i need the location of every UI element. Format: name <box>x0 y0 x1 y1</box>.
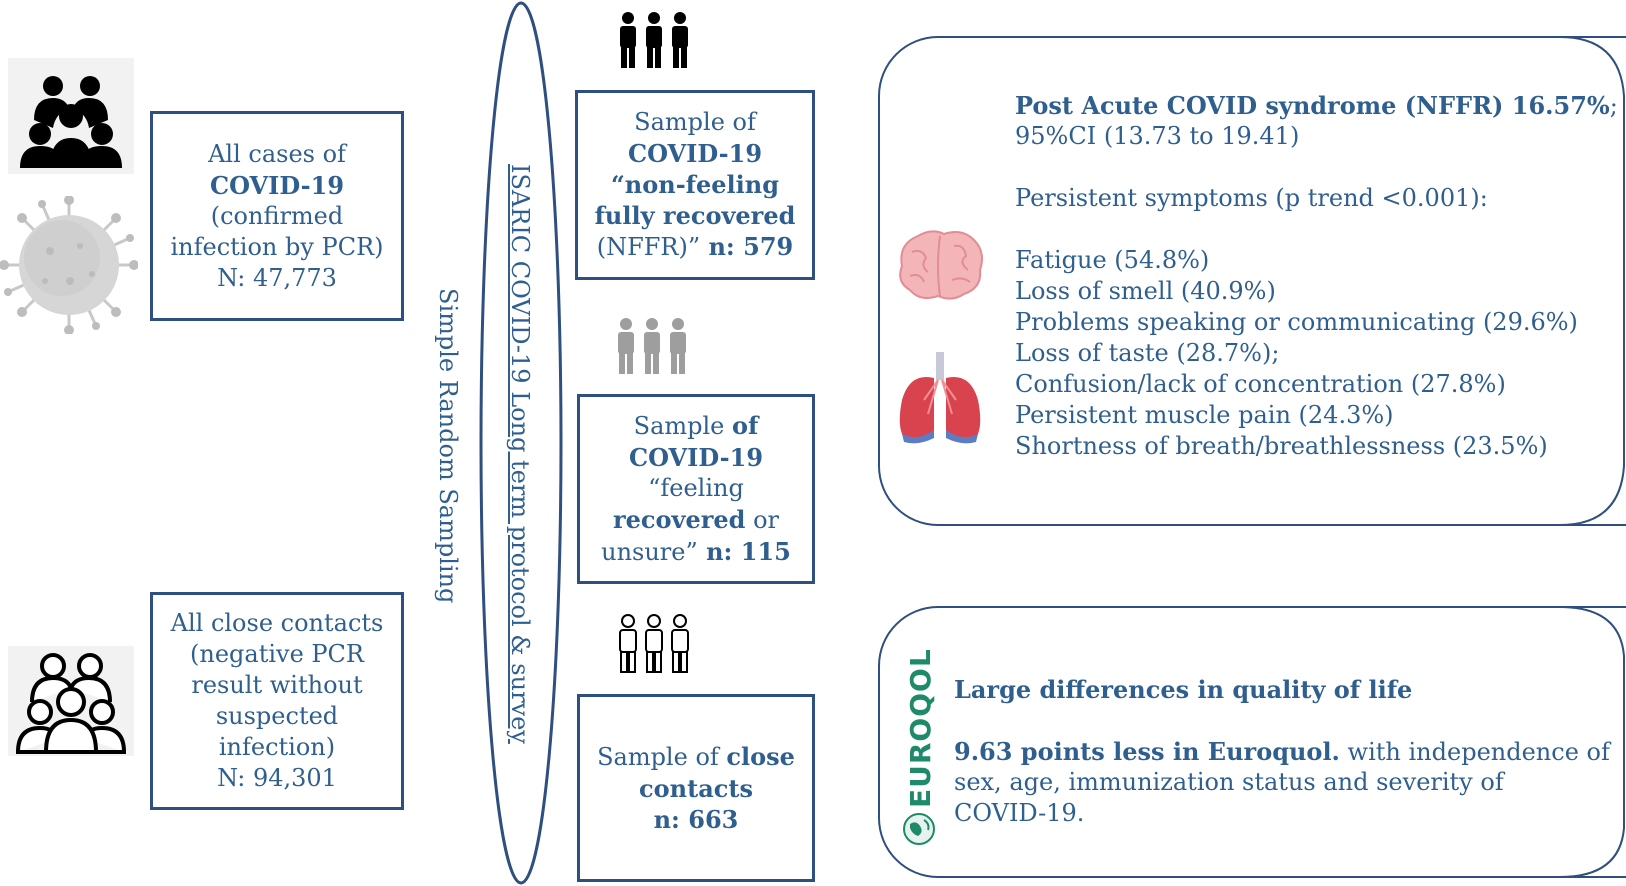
contacts-sample-line3: n: 663 <box>653 805 739 834</box>
contacts-sample-box: Sample of close contacts n: 663 <box>577 694 815 882</box>
recovered-line2: COVID-19 <box>628 443 764 472</box>
contacts-sample-line2: contacts <box>639 774 753 803</box>
all-contacts-line1: All close contacts <box>170 609 384 637</box>
recovered-line1: Sample of <box>633 411 759 440</box>
nffr-sample-box: Sample of COVID-19 “non-feeling fully re… <box>575 90 815 280</box>
results-panel <box>878 36 1626 526</box>
recovered-sample-box: Sample of COVID-19 “feeling recovered or… <box>577 394 815 584</box>
protocol-label: ISARIC COVID-19 Long term protocol & sur… <box>506 164 534 744</box>
results-panel-corner <box>1560 36 1625 526</box>
recovered-line4: recovered or <box>612 505 779 534</box>
lungs-icon <box>890 350 990 446</box>
all-cases-box: All cases of COVID-19 (confirmed infecti… <box>150 111 404 321</box>
all-cases-line3: (confirmed <box>210 201 344 230</box>
symptom-item: Confusion/lack of concentration (27.8%) <box>1015 370 1506 398</box>
contacts-sample-line1: Sample of close <box>597 742 795 771</box>
quality-panel <box>878 606 1626 878</box>
results-ci: 95%CI (13.73 to 19.41) <box>1015 122 1300 150</box>
symptom-item: Shortness of breath/breathlessness (23.5… <box>1015 432 1548 460</box>
nffr-line1: Sample of <box>634 108 756 136</box>
nffr-line5: (NFFR)” n: 579 <box>596 232 794 261</box>
group-filled-icon <box>8 58 134 174</box>
symptom-item: Persistent muscle pain (24.3%) <box>1015 401 1394 429</box>
nffr-line2: COVID-19 <box>627 139 763 168</box>
symptom-item: Fatigue (54.8%) <box>1015 246 1210 274</box>
all-contacts-box: All close contacts (negative PCR result … <box>150 592 404 810</box>
all-contacts-line2: (negative PCR <box>190 640 364 668</box>
brain-icon <box>892 226 988 304</box>
quality-panel-corner <box>1560 606 1625 878</box>
nffr-line3: “non-feeling <box>611 170 779 199</box>
symptom-item: Problems speaking or communicating (29.6… <box>1015 308 1578 336</box>
protocol-ellipse <box>479 1 563 885</box>
nffr-line4: fully recovered <box>594 201 796 230</box>
all-cases-line5: N: 47,773 <box>217 263 337 292</box>
persistent-title: Persistent symptoms (p trend <0.001): <box>1015 184 1488 212</box>
quality-line3: COVID-19. <box>954 799 1085 827</box>
persons-black-icon <box>616 12 692 68</box>
all-contacts-line6: N: 94,301 <box>217 764 337 792</box>
all-cases-line1: All cases of <box>208 139 346 168</box>
quality-line2: sex, age, immunization status and severi… <box>954 768 1504 796</box>
recovered-line3: “feeling <box>648 474 744 502</box>
all-contacts-line5: infection) <box>218 733 336 761</box>
persons-outline-icon <box>616 614 692 674</box>
quality-line1: 9.63 points less in Euroquol. with indep… <box>954 737 1610 766</box>
all-contacts-line3: result without <box>191 671 363 699</box>
group-outline-icon <box>8 646 134 756</box>
all-cases-line4: infection by PCR) <box>170 232 384 261</box>
persons-gray-icon <box>614 318 690 374</box>
globe-icon <box>902 812 936 846</box>
symptom-item: Loss of taste (28.7%); <box>1015 339 1280 367</box>
all-cases-line2: COVID-19 <box>209 170 345 200</box>
symptom-list: Fatigue (54.8%) Loss of smell (40.9%) Pr… <box>1015 245 1578 462</box>
virus-icon <box>0 195 139 335</box>
sampling-label: Simple Random Sampling <box>434 288 462 604</box>
all-contacts-line4: suspected <box>215 702 339 730</box>
euroqol-logo-text: EUROQOL <box>904 648 937 808</box>
quality-title: Large differences in quality of life <box>954 675 1413 704</box>
results-headline: Post Acute COVID syndrome (NFFR) 16.57%; <box>1015 91 1618 120</box>
symptom-item: Loss of smell (40.9%) <box>1015 277 1276 305</box>
recovered-line5: unsure” n: 115 <box>601 537 791 566</box>
